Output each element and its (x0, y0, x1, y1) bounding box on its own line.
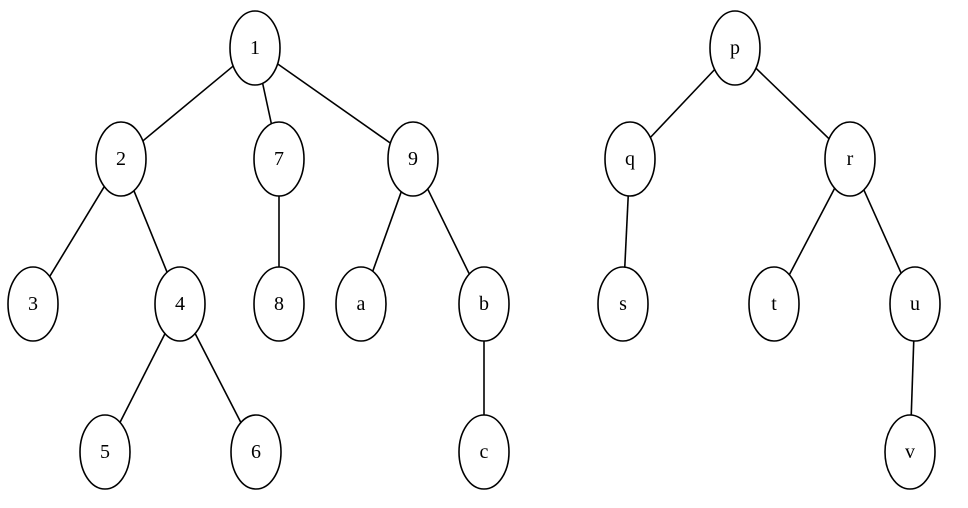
node-label: c (480, 441, 489, 463)
node-2: 2 (95, 121, 147, 197)
edge-r-t (788, 187, 836, 276)
node-3: 3 (7, 266, 59, 342)
edge-p-q (649, 68, 716, 139)
node-ellipse (230, 414, 282, 490)
node-t: t (748, 266, 800, 342)
node-ellipse (458, 414, 510, 490)
node-ellipse (597, 266, 649, 342)
node-ellipse (458, 266, 510, 342)
node-label: 9 (408, 148, 418, 170)
node-layer: 1 2 7 9 3 4 8 a b 5 6 c p q r s t u v (7, 10, 941, 490)
node-ellipse (709, 10, 761, 86)
node-8: 8 (253, 266, 305, 342)
edge-4-5 (119, 333, 166, 423)
node-5: 5 (79, 414, 131, 490)
node-ellipse (253, 266, 305, 342)
edge-9-b (426, 188, 471, 275)
edge-layer (49, 63, 915, 423)
node-label: 6 (251, 441, 261, 463)
node-ellipse (604, 121, 656, 197)
node-label: 2 (116, 148, 126, 170)
edge-r-u (863, 189, 902, 274)
node-label: 3 (28, 293, 38, 315)
node-label: 8 (274, 293, 284, 315)
edge-q-s (623, 195, 630, 268)
node-u: u (889, 266, 941, 342)
node-label: t (771, 293, 777, 315)
node-ellipse (229, 10, 281, 86)
node-ellipse (335, 266, 387, 342)
node-label: q (625, 148, 635, 170)
node-a: a (335, 266, 387, 342)
node-b: b (458, 266, 510, 342)
node-ellipse (79, 414, 131, 490)
edge-u-v (910, 340, 915, 416)
node-6: 6 (230, 414, 282, 490)
node-4: 4 (154, 266, 206, 342)
node-ellipse (154, 266, 206, 342)
edge-2-4 (133, 190, 168, 273)
node-label: s (619, 293, 627, 315)
node-label: 4 (175, 293, 185, 315)
node-label: p (730, 37, 740, 59)
node-r: r (824, 121, 876, 197)
node-7: 7 (253, 121, 305, 197)
node-ellipse (748, 266, 800, 342)
node-ellipse (889, 266, 941, 342)
edge-p-r (755, 67, 830, 140)
node-label: a (357, 293, 366, 315)
node-label: u (910, 293, 920, 315)
node-9: 9 (387, 121, 439, 197)
edge-1-7 (261, 83, 273, 124)
edge-9-a (371, 191, 403, 272)
node-ellipse (253, 121, 305, 197)
node-ellipse (95, 121, 147, 197)
node-label: v (905, 441, 915, 463)
edge-4-6 (194, 333, 242, 423)
edge-1-9 (277, 63, 391, 144)
node-label: 5 (100, 441, 110, 463)
node-label: r (847, 148, 854, 170)
node-s: s (597, 266, 649, 342)
node-ellipse (824, 121, 876, 197)
node-label: 1 (250, 37, 260, 59)
node-c: c (458, 414, 510, 490)
node-ellipse (387, 121, 439, 197)
node-label: b (479, 293, 489, 315)
edge-2-3 (49, 186, 105, 277)
node-v: v (884, 414, 936, 490)
node-ellipse (7, 266, 59, 342)
node-q: q (604, 121, 656, 197)
node-p: p (709, 10, 761, 86)
node-1: 1 (229, 10, 281, 86)
node-label: 7 (274, 148, 284, 170)
node-ellipse (884, 414, 936, 490)
edge-1-2 (142, 65, 234, 142)
